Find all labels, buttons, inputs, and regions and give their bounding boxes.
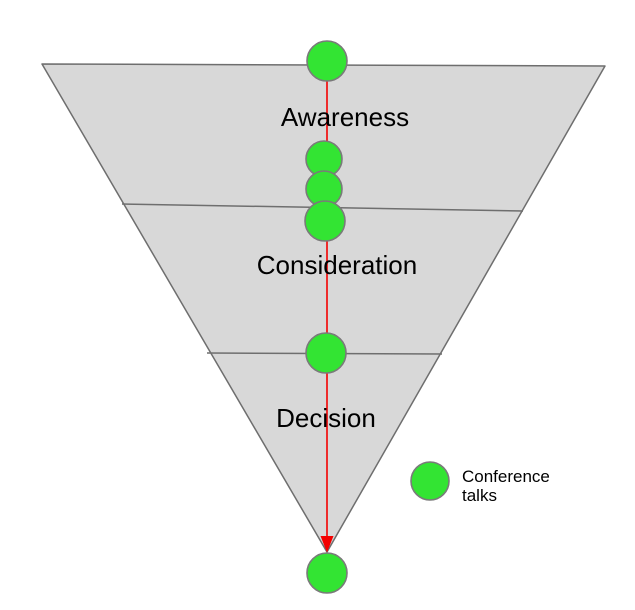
stage-label-awareness: Awareness [280, 102, 410, 132]
conference-talk-marker [306, 40, 348, 82]
conference-talk-marker [304, 200, 346, 242]
conference-talk-marker [306, 552, 348, 594]
legend-label: Conference talks [462, 467, 550, 505]
talk-markers [304, 40, 348, 594]
legend-swatch-circle [410, 461, 450, 501]
stage-label-consideration: Consideration [256, 250, 418, 280]
conference-talk-marker [305, 332, 347, 374]
flow-arrow-head-icon [320, 536, 334, 553]
legend-label-line1: Conference [462, 467, 550, 486]
stage-label-decision: Decision [276, 403, 376, 433]
legend-label-line2: talks [462, 486, 497, 505]
